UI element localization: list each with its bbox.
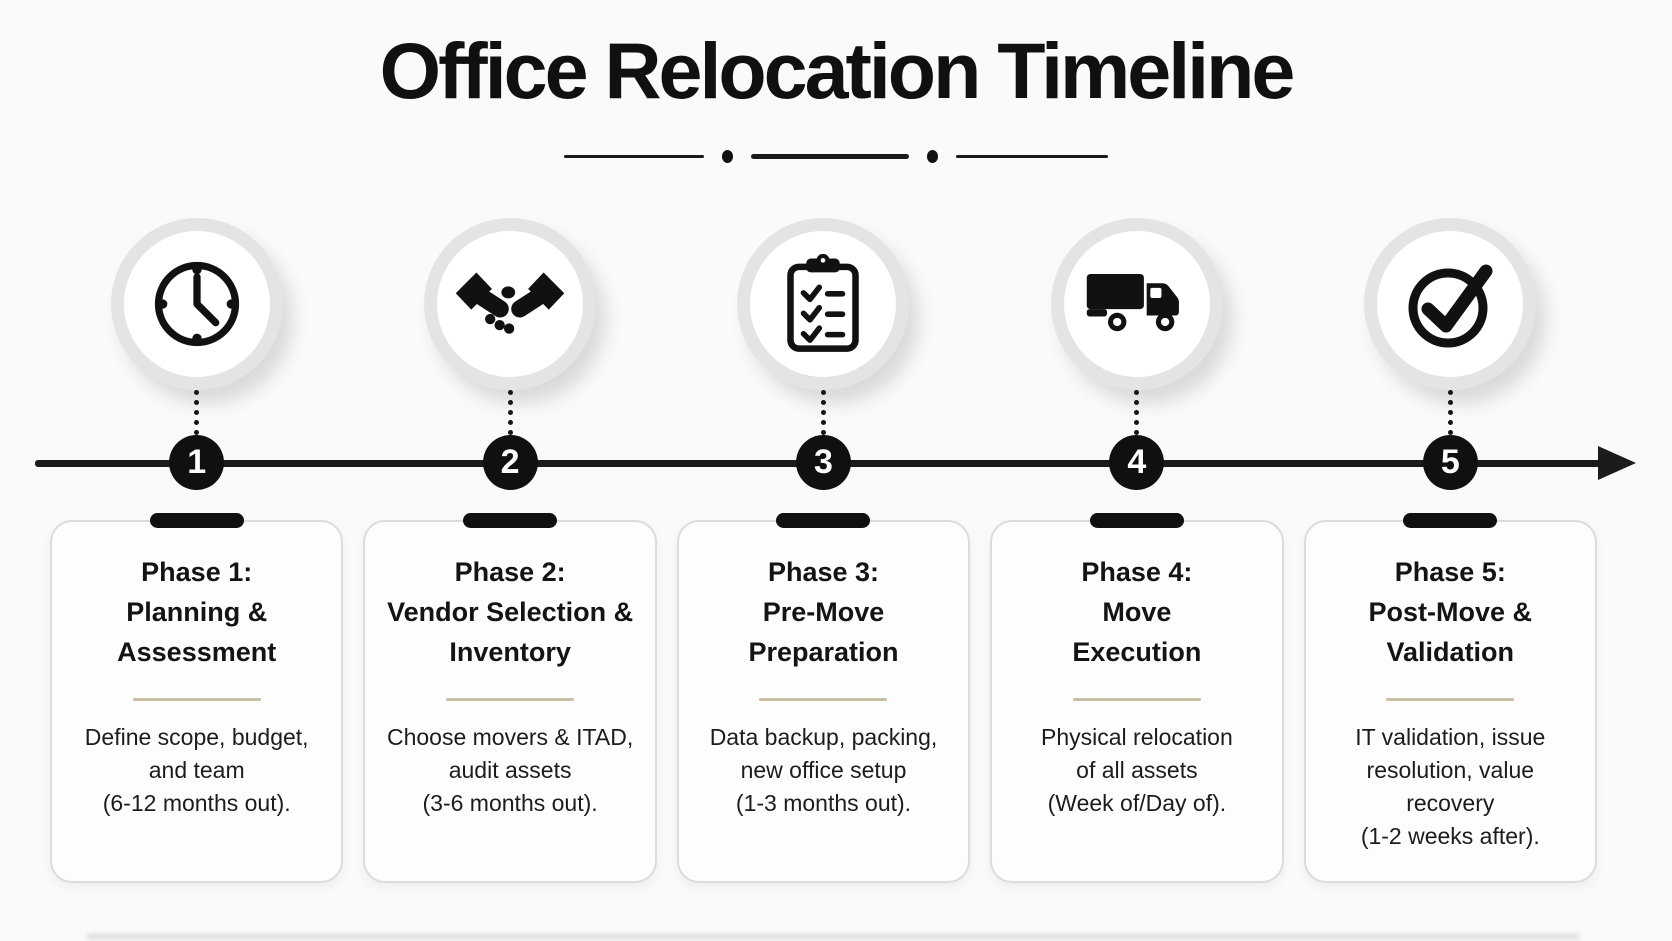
phase-number: 2 xyxy=(500,443,520,481)
ornament-dot xyxy=(722,149,733,163)
phase-number-badge: 5 xyxy=(1422,435,1478,490)
card-divider xyxy=(446,698,575,701)
card-top-pill xyxy=(463,513,558,528)
phase-number: 1 xyxy=(187,443,207,481)
phase-number-badge: 3 xyxy=(795,435,851,490)
dotted-connector xyxy=(507,390,513,435)
card-top-pill xyxy=(1089,513,1184,528)
ornament-line xyxy=(751,153,909,159)
phase-card: Phase 5: Post-Move & Validation IT valid… xyxy=(1303,520,1597,883)
phase-card: Phase 1: Planning & Assessment Define sc… xyxy=(50,520,344,883)
moving-truck-icon xyxy=(1084,268,1190,340)
card-top-pill xyxy=(149,513,244,528)
phase-number-badge: 4 xyxy=(1109,435,1165,490)
bottom-shadow xyxy=(86,933,1580,940)
phase-column: 2 Phase 2: Vendor Selection & Inventory … xyxy=(363,218,657,883)
check-circle-icon xyxy=(1400,254,1500,354)
phase-number: 5 xyxy=(1440,443,1460,481)
card-top-pill xyxy=(776,513,871,528)
card-divider xyxy=(759,698,888,701)
checklist-clipboard-icon xyxy=(781,252,865,356)
phase-card: Phase 3: Pre-Move Preparation Data backu… xyxy=(676,520,971,883)
phase-card: Phase 4: Move Execution Physical relocat… xyxy=(990,520,1284,883)
phase-number-badge: 2 xyxy=(482,435,538,490)
phase-grid: 1 Phase 1: Planning & Assessment Define … xyxy=(50,218,1597,883)
ornament-dot xyxy=(927,149,938,163)
handshake-icon xyxy=(454,267,566,341)
phase-card-title: Phase 3: Pre-Move Preparation xyxy=(748,557,899,667)
phase-number: 4 xyxy=(1127,443,1147,481)
phase-card-title: Phase 2: Vendor Selection & Inventory xyxy=(387,557,634,667)
phase-number: 3 xyxy=(814,443,833,481)
phase-card-description: IT validation, issue resolution, value r… xyxy=(1355,724,1546,849)
card-divider xyxy=(1072,698,1201,701)
ornament-line xyxy=(564,154,704,158)
card-divider xyxy=(132,698,261,701)
phase-card: Phase 2: Vendor Selection & Inventory Ch… xyxy=(363,520,657,883)
dotted-connector xyxy=(1447,390,1453,435)
dotted-connector xyxy=(1134,390,1140,435)
phase-card-title: Phase 1: Planning & Assessment xyxy=(117,557,277,667)
phase-card-title: Phase 4: Move Execution xyxy=(1072,557,1202,667)
page-title: Office Relocation Timeline xyxy=(379,26,1296,115)
phase-card-description: Physical relocation of all assets (Week … xyxy=(1041,724,1233,816)
card-divider xyxy=(1386,698,1515,701)
timeline-arrowhead xyxy=(1598,446,1636,480)
ornament-line xyxy=(956,154,1108,158)
phase-column: 5 Phase 5: Post-Move & Validation IT val… xyxy=(1303,218,1597,883)
phase-icon-circle xyxy=(1050,218,1223,390)
phase-icon-circle xyxy=(424,218,597,390)
phase-icon-circle xyxy=(110,218,283,390)
phase-icon-circle xyxy=(1364,218,1537,390)
clock-icon xyxy=(145,252,249,356)
card-top-pill xyxy=(1403,513,1498,528)
phase-column: 3 Phase 3: Pre-Move Preparation Data bac… xyxy=(676,218,971,883)
title-ornament xyxy=(0,148,1672,164)
phase-card-title: Phase 5: Post-Move & Validation xyxy=(1368,557,1533,667)
dotted-connector xyxy=(820,390,826,435)
phase-column: 4 Phase 4: Move Execution Physical reloc… xyxy=(990,218,1284,883)
phase-card-description: Define scope, budget, and team (6-12 mon… xyxy=(84,724,309,816)
phase-card-description: Choose movers & ITAD, audit assets (3-6 … xyxy=(386,724,634,816)
phase-card-description: Data backup, packing, new office setup (… xyxy=(709,724,938,816)
phase-number-badge: 1 xyxy=(169,435,225,490)
phase-icon-circle xyxy=(737,218,910,390)
dotted-connector xyxy=(194,390,200,435)
phase-column: 1 Phase 1: Planning & Assessment Define … xyxy=(50,218,344,883)
